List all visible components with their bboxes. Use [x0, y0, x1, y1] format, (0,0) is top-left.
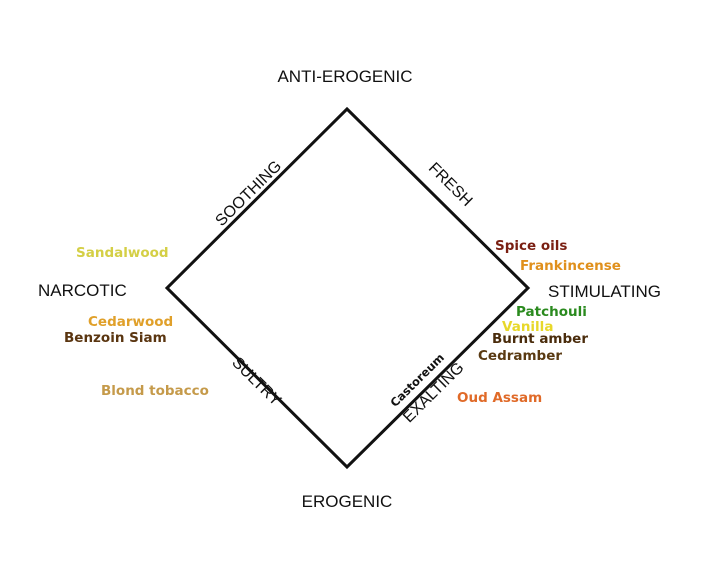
- side-label-fresh: FRESH: [425, 160, 476, 210]
- ingredient-vanilla: Vanilla: [502, 319, 553, 335]
- corner-label-bottom: EROGENIC: [302, 492, 393, 511]
- diamond-outline: [164, 106, 531, 470]
- ingredient-cedarwood: Cedarwood: [88, 314, 173, 330]
- side-label-sultry: SULTRY: [228, 354, 284, 410]
- corner-label-top: ANTI-EROGENIC: [277, 67, 412, 86]
- side-label-soothing: SOOTHING: [213, 158, 286, 230]
- ingredient-oud-assam: Oud Assam: [457, 390, 542, 406]
- corner-label-right: STIMULATING: [548, 282, 661, 301]
- ingredient-blond-tobacco: Blond tobacco: [101, 383, 209, 399]
- corner-label-left: NARCOTIC: [38, 281, 127, 300]
- ingredient-burnt-amber: Burnt amber: [492, 331, 588, 347]
- ingredient-sandalwood: Sandalwood: [76, 245, 169, 261]
- ingredient-spice-oils: Spice oils: [495, 238, 567, 254]
- ingredient-benzoin-siam: Benzoin Siam: [64, 330, 167, 346]
- ingredient-frankincense: Frankincense: [520, 258, 621, 274]
- ingredient-patchouli: Patchouli: [516, 304, 587, 320]
- ingredient-cedramber: Cedramber: [478, 348, 562, 364]
